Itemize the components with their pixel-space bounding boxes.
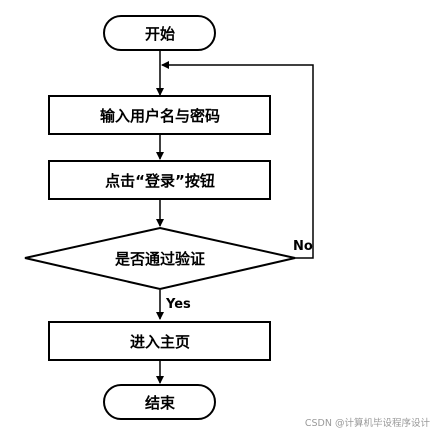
click-label: 点击“登录”按钮 [105,172,215,190]
csdn-watermark: CSDN @计算机毕设程序设计 [305,417,431,429]
verify-decision [24,226,296,291]
input-process [48,95,271,135]
home-process [48,321,271,361]
edge-decision-no-loop [161,61,314,259]
home-label: 进入主页 [130,333,190,351]
input-label: 输入用户名与密码 [100,107,220,125]
decision-label: 是否通过验证 [114,250,205,268]
click-process [48,160,271,200]
end-terminal [103,384,216,420]
end-label: 结束 [145,394,176,412]
start-label: 开始 [145,25,175,43]
start-terminal [103,15,216,51]
yes-edge-label: Yes [165,297,191,312]
no-edge-label: No [293,239,313,254]
